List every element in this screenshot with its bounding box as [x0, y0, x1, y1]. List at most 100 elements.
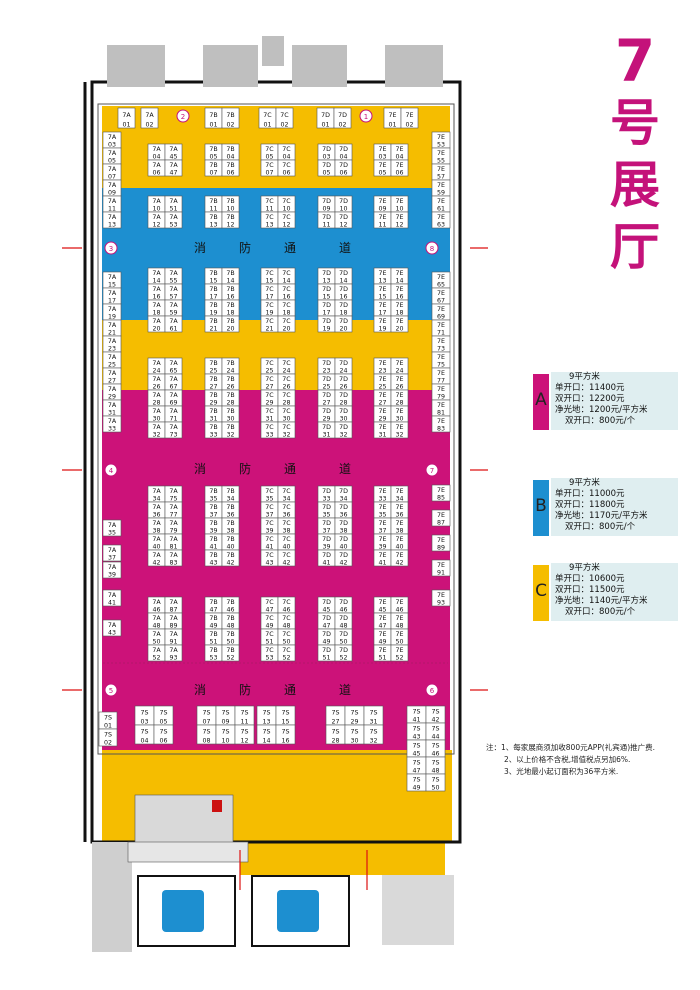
booth-7A69-prefix: 7A [169, 392, 178, 399]
booth-7D10-number: 10 [339, 206, 347, 213]
booth-7A32-number: 32 [152, 432, 160, 439]
booth-7D04-number: 04 [339, 154, 347, 161]
booth-7D32-number: 32 [339, 432, 347, 439]
booth-7B41-number: 41 [209, 544, 217, 551]
booth-7C26-prefix: 7C [282, 376, 291, 383]
booth-7B32-number: 32 [226, 432, 234, 439]
booth-7A61-number: 61 [169, 326, 177, 333]
booth-7D12-number: 12 [339, 222, 347, 229]
booth-7D03-number: 03 [322, 154, 330, 161]
booth-7D41-number: 41 [322, 560, 330, 567]
booth-7B52 [221, 644, 240, 662]
booth-7E40-number: 40 [395, 544, 403, 551]
booth-7B30-number: 30 [226, 416, 234, 423]
fire-hydrant [212, 800, 222, 812]
hall-title-char-3: 厅 [610, 218, 660, 276]
booth-7D47-number: 47 [322, 623, 330, 630]
hall-title-char-1: 号 [610, 94, 660, 152]
booth-7C51-number: 51 [265, 639, 273, 646]
booth-7D52-number: 52 [339, 655, 347, 662]
booth-top-7B02 [221, 107, 240, 129]
door-marker-5 [104, 683, 118, 697]
booth-7B47-number: 47 [209, 607, 217, 614]
booth-7B20-prefix: 7B [226, 318, 234, 325]
fire-lane-1-char-4: 道 [339, 241, 351, 255]
booth-7D36-number: 36 [339, 512, 347, 519]
booth-7A14-number: 14 [152, 278, 160, 285]
booth-7A38-prefix: 7A [152, 520, 161, 527]
booth-7S32-prefix: 7S [369, 729, 377, 736]
booth-7S06 [153, 724, 174, 745]
booth-left-7A19-number: 19 [108, 314, 116, 321]
booth-top-7E02 [400, 107, 419, 129]
booth-right-7E89 [431, 534, 451, 552]
booth-left-7A37 [102, 544, 122, 562]
booth-7A52-number: 52 [152, 655, 160, 662]
restroom-left-icon [162, 890, 204, 932]
booth-7C29-prefix: 7C [265, 392, 274, 399]
price-single: 单开口：11400元 [555, 383, 625, 393]
booth-7B35-prefix: 7B [209, 488, 217, 495]
booth-7E12 [390, 211, 409, 229]
booth-7A32-prefix: 7A [152, 424, 161, 431]
door-marker-3 [104, 241, 118, 255]
booth-7C06 [277, 159, 296, 177]
booth-7E15-prefix: 7E [379, 286, 387, 293]
booth-7A26-number: 26 [152, 384, 160, 391]
booth-7S29-number: 29 [350, 718, 358, 725]
booth-7A83 [164, 549, 183, 567]
booth-7D33-prefix: 7D [322, 488, 331, 495]
booth-7B27-prefix: 7B [209, 376, 217, 383]
booth-7D10-prefix: 7D [339, 198, 348, 205]
booth-7E09-prefix: 7E [379, 198, 387, 205]
booth-7B48-prefix: 7B [226, 615, 234, 622]
booth-7S16-prefix: 7S [281, 729, 289, 736]
booth-7S03-prefix: 7S [140, 710, 148, 717]
booth-left-7A43-prefix: 7A [108, 622, 117, 629]
booth-7S03-number: 03 [140, 718, 148, 725]
booth-7E36-number: 36 [395, 512, 403, 519]
booth-left-7A17-prefix: 7A [108, 290, 117, 297]
booth-7B24-number: 24 [226, 368, 234, 375]
booth-7S32-number: 32 [369, 737, 377, 744]
price-size: 9平方米 [569, 563, 600, 573]
booth-right-7E87 [431, 509, 451, 527]
booth-7D24-number: 24 [339, 368, 347, 375]
price-double: 双开口：11500元 [555, 585, 625, 595]
booth-7E09-number: 09 [378, 206, 386, 213]
booth-7E23-prefix: 7E [379, 360, 387, 367]
booth-7B46-prefix: 7B [226, 599, 234, 606]
top-box [262, 36, 284, 66]
booth-7E27-prefix: 7E [379, 392, 387, 399]
booth-7B34-prefix: 7B [226, 488, 234, 495]
booth-7A67-prefix: 7A [169, 376, 178, 383]
fire-lane-3-char-1: 消 [194, 683, 206, 697]
booth-left-7A37-prefix: 7A [108, 547, 117, 554]
booth-7C41-prefix: 7C [265, 536, 274, 543]
booth-7A53-prefix: 7A [169, 214, 178, 221]
booth-7S05-prefix: 7S [159, 710, 167, 717]
booth-7S06-prefix: 7S [159, 729, 167, 736]
booth-7C42 [277, 549, 296, 567]
booth-7A47-prefix: 7A [169, 162, 178, 169]
booth-7C51-prefix: 7C [265, 631, 274, 638]
booth-7B06-number: 06 [226, 170, 234, 177]
booth-7S48-number: 48 [431, 768, 439, 775]
booth-right-7E93 [431, 589, 451, 607]
booth-7E45-number: 45 [378, 607, 386, 614]
booth-7S48-prefix: 7S [431, 760, 439, 767]
booth-7B36-prefix: 7B [226, 504, 234, 511]
booth-7D14-prefix: 7D [339, 270, 348, 277]
booth-top-7C01-number: 01 [263, 121, 271, 128]
booth-7B27-number: 27 [209, 384, 217, 391]
booth-7A53-number: 53 [169, 222, 177, 229]
booth-right-7E59-number: 59 [437, 190, 445, 197]
booth-7D31-number: 31 [322, 432, 330, 439]
booth-left-7A07-prefix: 7A [108, 166, 117, 173]
booth-7E19-number: 19 [378, 326, 386, 333]
booth-7A04-number: 04 [152, 154, 160, 161]
booth-right-7E71-number: 71 [437, 330, 445, 337]
booth-right-7E65-number: 65 [437, 282, 445, 289]
booth-7A73-number: 73 [169, 432, 177, 439]
booth-7B52-prefix: 7B [226, 647, 234, 654]
